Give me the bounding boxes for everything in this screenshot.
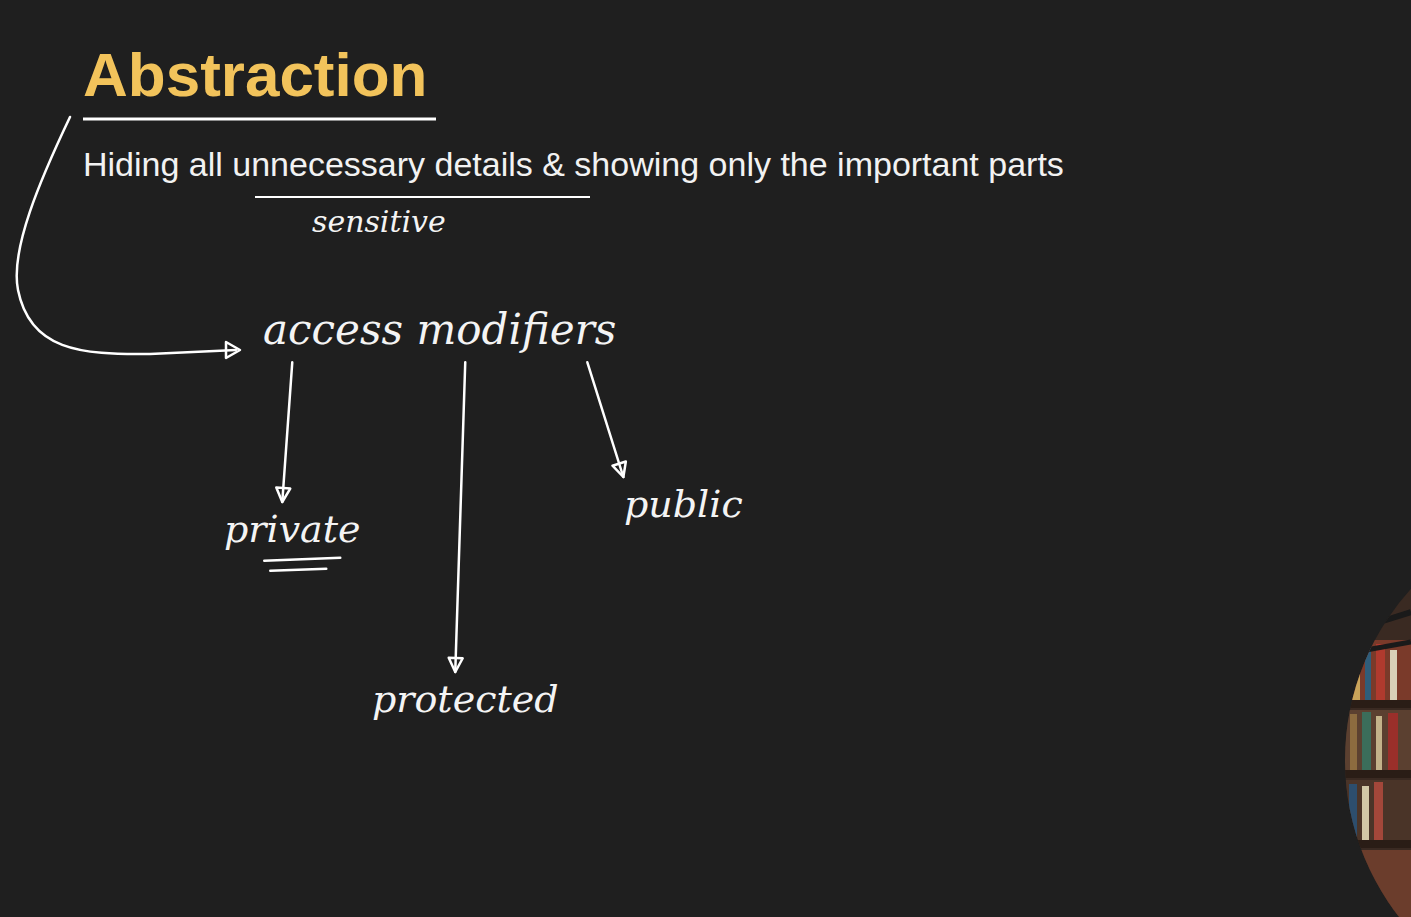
arrow-head xyxy=(612,462,625,477)
handwritten-term: access modifiers xyxy=(257,302,622,358)
book xyxy=(1362,712,1371,770)
term-text: access modifiers xyxy=(263,306,616,354)
book xyxy=(1388,713,1398,770)
handwritten-term: private xyxy=(218,504,367,556)
double-underline xyxy=(270,569,326,571)
arrow-connector xyxy=(449,362,466,672)
arrow-connector xyxy=(276,362,292,502)
page-title: Abstraction xyxy=(83,38,427,112)
term-text: private xyxy=(224,508,361,552)
arrow-head xyxy=(449,658,463,672)
handwritten-term: protected xyxy=(366,674,565,726)
arrow-line xyxy=(587,362,623,477)
arrow-connector xyxy=(587,362,626,477)
shelf xyxy=(1340,840,1411,848)
arrow-head xyxy=(276,488,290,502)
shelf xyxy=(1340,700,1411,708)
book xyxy=(1352,645,1360,700)
book xyxy=(1390,650,1397,700)
arrow-line xyxy=(282,362,292,502)
bookshelf xyxy=(1340,500,1411,917)
term-text: public xyxy=(624,483,743,527)
shelf xyxy=(1340,770,1411,778)
books xyxy=(1345,710,1411,770)
book xyxy=(1374,782,1383,840)
railing xyxy=(1370,612,1411,625)
arrow-head xyxy=(226,342,240,358)
title-underline xyxy=(83,118,436,121)
books xyxy=(1345,850,1411,917)
book xyxy=(1376,716,1382,770)
railing xyxy=(1366,642,1411,650)
book xyxy=(1362,786,1369,840)
double-underline xyxy=(264,558,340,561)
book xyxy=(1376,644,1385,700)
book xyxy=(1365,648,1371,700)
books xyxy=(1345,780,1411,840)
book xyxy=(1350,714,1357,770)
presenter-camera xyxy=(1340,500,1411,917)
books xyxy=(1345,640,1411,700)
book xyxy=(1349,784,1357,840)
handwritten-note: sensitive xyxy=(312,204,446,239)
text-underline xyxy=(255,196,590,198)
arrow-line xyxy=(455,362,465,672)
handwritten-term: public xyxy=(618,479,749,531)
term-text: protected xyxy=(372,678,559,722)
definition-text: Hiding all unnecessary details & showing… xyxy=(83,144,1064,185)
